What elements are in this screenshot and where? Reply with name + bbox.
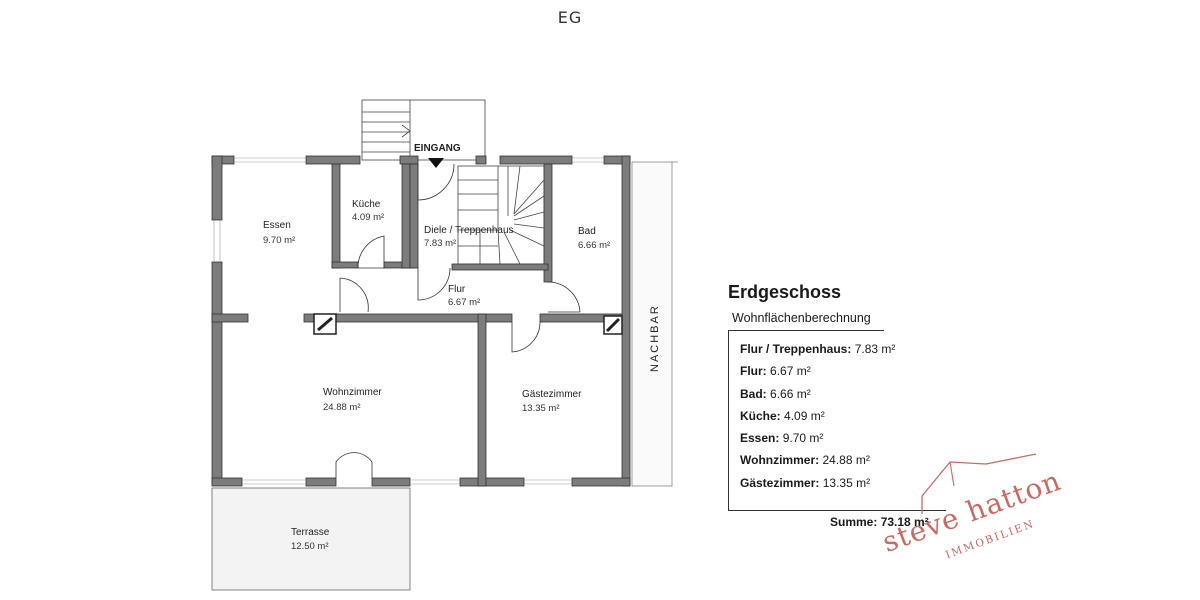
doors (335, 163, 581, 478)
room-area-bad: 6.66 m² (578, 240, 610, 251)
inner-walls (211, 163, 623, 487)
summary-title: Erdgeschoss (728, 282, 842, 302)
house-roof-icon (921, 453, 1037, 514)
room-name-terrasse: Terrasse (291, 527, 330, 538)
room-area-kueche: 4.09 m² (352, 212, 384, 223)
room-name-bad: Bad (578, 226, 596, 237)
summary-underline (728, 330, 884, 331)
summary-list: Flur / Treppenhaus: 7.83 m² Flur: 6.67 m… (740, 342, 895, 498)
room-area-gaestezimmer: 13.35 m² (522, 403, 560, 414)
room-area-essen: 9.70 m² (263, 235, 295, 246)
room-area-terrasse: 12.50 m² (291, 541, 329, 552)
terrace (211, 487, 411, 591)
room-area-wohnzimmer: 24.88 m² (323, 402, 361, 413)
room-area-flur: 6.67 m² (448, 297, 480, 308)
company-logo: steve hatton IMMOBILIEN (868, 452, 1098, 600)
outer-walls (211, 155, 631, 487)
entrance-label: EINGANG (414, 143, 461, 154)
room-name-diele: Diele / Treppenhaus (424, 225, 514, 236)
entrance-steps (361, 99, 486, 161)
room-name-gaestezimmer: Gästezimmer (522, 389, 582, 400)
summary-bracket-vertical (728, 330, 729, 510)
summary-item: Küche: 4.09 m² (740, 408, 825, 423)
room-name-flur: Flur (448, 284, 466, 295)
neighbor-label: NACHBAR (649, 304, 661, 372)
chimneys (313, 313, 623, 335)
summary-item: Bad: 6.66 m² (740, 386, 811, 401)
entrance-arrow (428, 158, 444, 168)
room-name-wohnzimmer: Wohnzimmer (323, 387, 382, 398)
summary-total: Summe: 73.18 m² (830, 515, 929, 529)
windows (213, 157, 604, 485)
room-area-diele: 7.83 m² (424, 238, 456, 249)
floor-tag: EG (557, 8, 583, 27)
neighbor-strip: NACHBAR (631, 161, 678, 487)
summary-item: Essen: 9.70 m² (740, 431, 824, 446)
internal-staircase (457, 165, 545, 265)
summary-item: Wohnzimmer: 24.88 m² (740, 453, 870, 468)
room-labels: Essen 9.70 m² Küche 4.09 m² Diele / Trep… (263, 199, 610, 552)
summary-subtitle: Wohnflächenberechnung (732, 311, 871, 325)
summary-bracket-horizontal (728, 510, 946, 511)
summary-item: Flur / Treppenhaus: 7.83 m² (740, 342, 896, 356)
summary-item: Flur: 6.67 m² (740, 364, 811, 379)
room-name-essen: Essen (263, 220, 291, 231)
room-name-kueche: Küche (352, 199, 381, 210)
summary-item: Gästezimmer: 13.35 m² (740, 475, 871, 490)
